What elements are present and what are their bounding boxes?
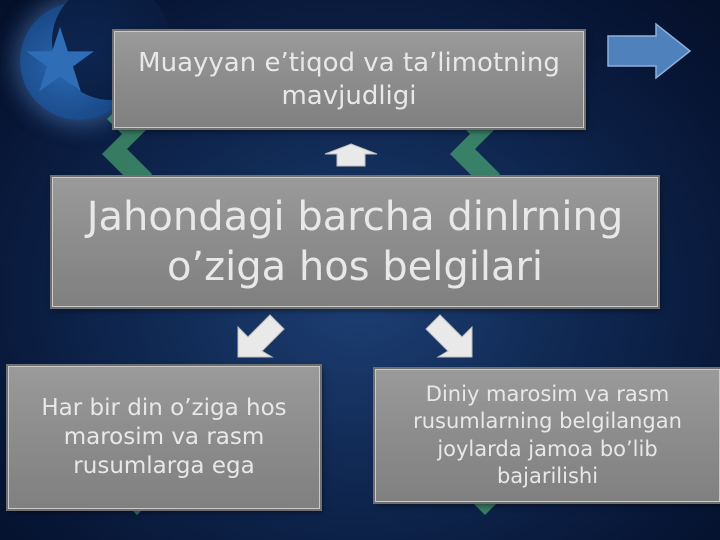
left-box: Har bir din o’ziga hos marosim va rasm r… [8,366,320,509]
left-box-text: Har bir din o’ziga hos marosim va rasm r… [41,395,287,479]
right-box-text: Diniy marosim va rasm rusumlarning belgi… [413,381,682,488]
center-box: Jahondagi barcha dinlrning o’ziga hos be… [52,177,658,307]
top-box: Muayyan e’tiqod va ta’limotning mavjudli… [114,31,584,128]
arrow-up-icon [324,143,378,167]
star-icon [26,26,94,92]
top-box-text: Muayyan e’tiqod va ta’limotning mavjudli… [138,48,560,111]
arrow-down-right-icon [425,314,473,358]
arrow-down-left-icon [237,314,285,358]
right-box: Diniy marosim va rasm rusumlarning belgi… [375,369,720,502]
arrow-right-icon[interactable] [606,22,692,80]
center-box-text: Jahondagi barcha dinlrning o’ziga hos be… [86,194,624,290]
